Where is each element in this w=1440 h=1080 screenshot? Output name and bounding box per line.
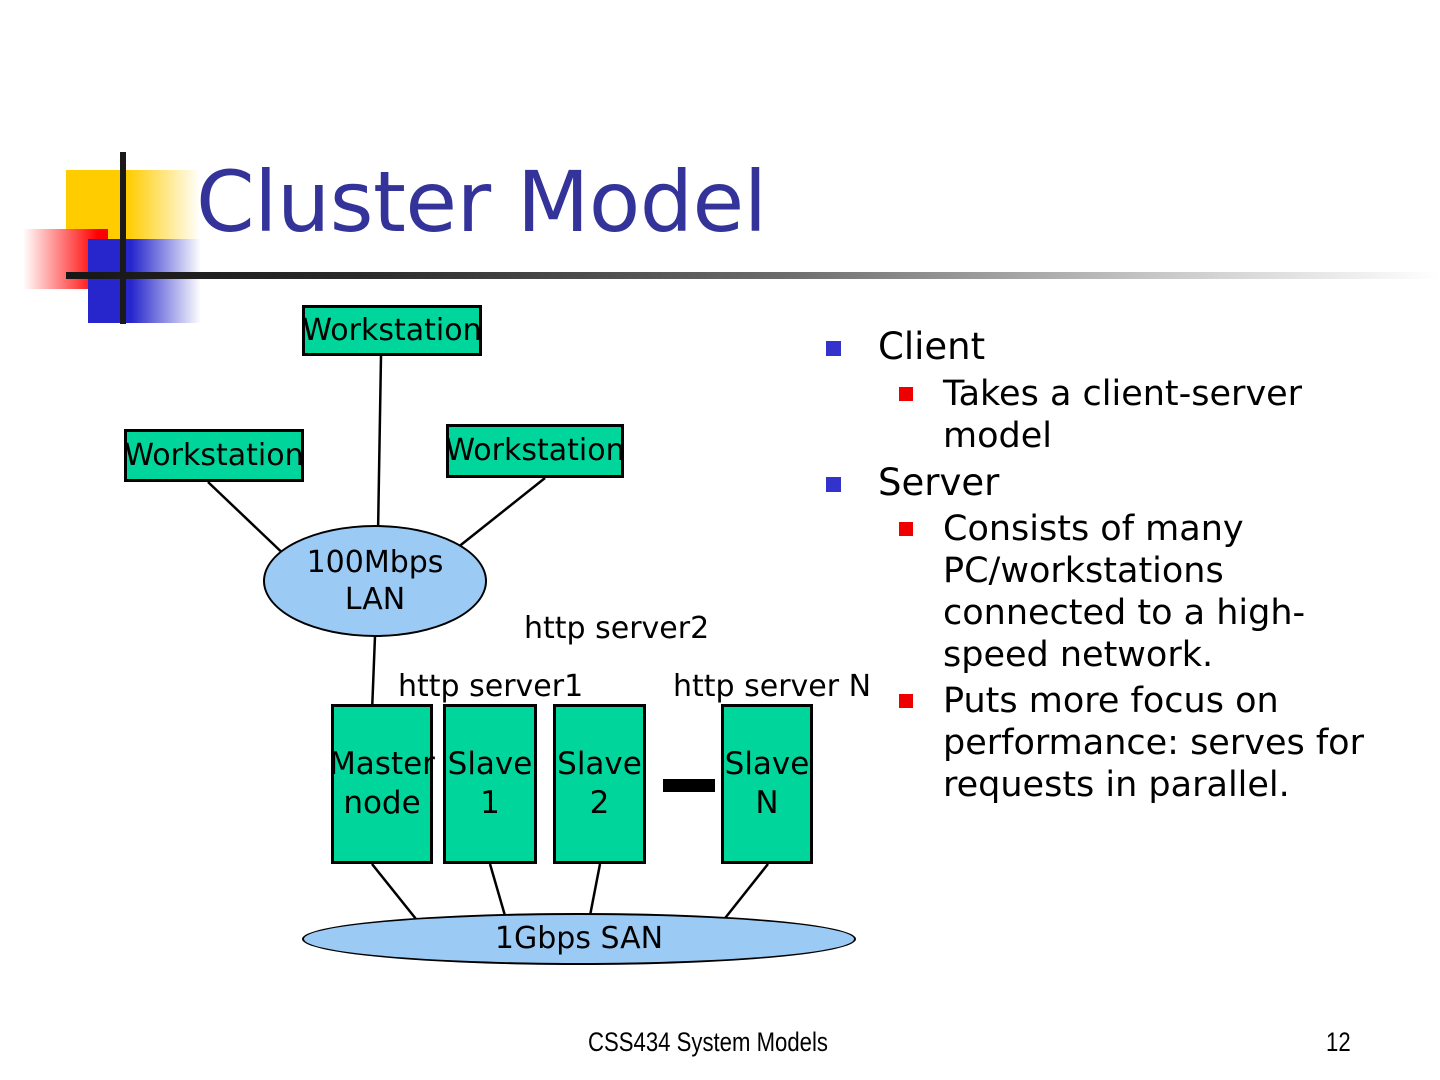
square-bullet-icon (826, 476, 841, 492)
diagram-connectors (207, 355, 769, 927)
slave-n-box: Slave N (721, 704, 813, 864)
workstation-label: Workstation (124, 437, 304, 473)
http-server1-label: http server1 (398, 669, 583, 704)
slave-n-label: Slave N (724, 746, 810, 821)
bullet-text: Consists of many PC/workstations connect… (943, 509, 1306, 676)
slave-2-label: Slave 2 (557, 746, 642, 821)
http-server2-text: http server2 (524, 611, 710, 646)
decor-horizontal-rule (66, 272, 1440, 279)
workstation-label: Workstation (445, 433, 625, 469)
bullet-text: Takes a client-server model (943, 373, 1303, 456)
bullet-item-server: Server (818, 461, 1388, 505)
bullet-text: Server (878, 460, 1000, 504)
san-ellipse: 1Gbps SAN (302, 913, 856, 965)
bullet-item-performance-focus: Puts more focus on performance: serves f… (818, 680, 1388, 806)
lan-ellipse: 100Mbps LAN (263, 525, 487, 637)
workstation-box-right: Workstation (445, 424, 625, 478)
slave-2-box: Slave 2 (553, 704, 646, 864)
square-bullet-icon (826, 341, 841, 356)
bullet-text: Client (878, 325, 986, 368)
bullet-list: Client Takes a client-server model Serve… (818, 325, 1388, 810)
http-server2-label: http server2 (524, 611, 709, 646)
page-title: Cluster Model (196, 153, 767, 251)
bullet-item-client: Client (818, 325, 1388, 369)
http-serverN-label: http server N (673, 669, 871, 704)
square-bullet-icon (899, 522, 913, 537)
workstation-box-top: Workstation (302, 305, 482, 356)
lan-label: 100Mbps LAN (306, 544, 444, 618)
bullet-item-client-server-model: Takes a client-server model (818, 373, 1388, 457)
cluster-diagram: Workstation Workstation Workstation 100M… (124, 305, 871, 965)
page-number: 12 (1326, 1027, 1351, 1057)
square-bullet-icon (899, 694, 913, 709)
workstation-box-left: Workstation (124, 429, 304, 482)
slave-1-label: Slave 1 (447, 746, 533, 821)
slave-1-box: Slave 1 (443, 704, 537, 864)
master-node-label: Master node (329, 746, 435, 821)
ellipsis-dash-icon (663, 779, 715, 792)
bullet-text: Puts more focus on performance: serves f… (943, 681, 1364, 806)
workstation-label: Workstation (302, 312, 482, 348)
decor-blue-square (88, 239, 201, 323)
san-label: 1Gbps SAN (494, 921, 664, 957)
decor-vertical-line (120, 152, 126, 324)
bullet-item-consists-of-many: Consists of many PC/workstations connect… (818, 508, 1388, 676)
http-serverN-text: http server N (673, 669, 872, 704)
footer-course-label: CSS434 System Models (588, 1027, 828, 1057)
http-server1-text: http server1 (398, 669, 584, 704)
master-node-box: Master node (329, 704, 435, 864)
square-bullet-icon (899, 386, 913, 401)
